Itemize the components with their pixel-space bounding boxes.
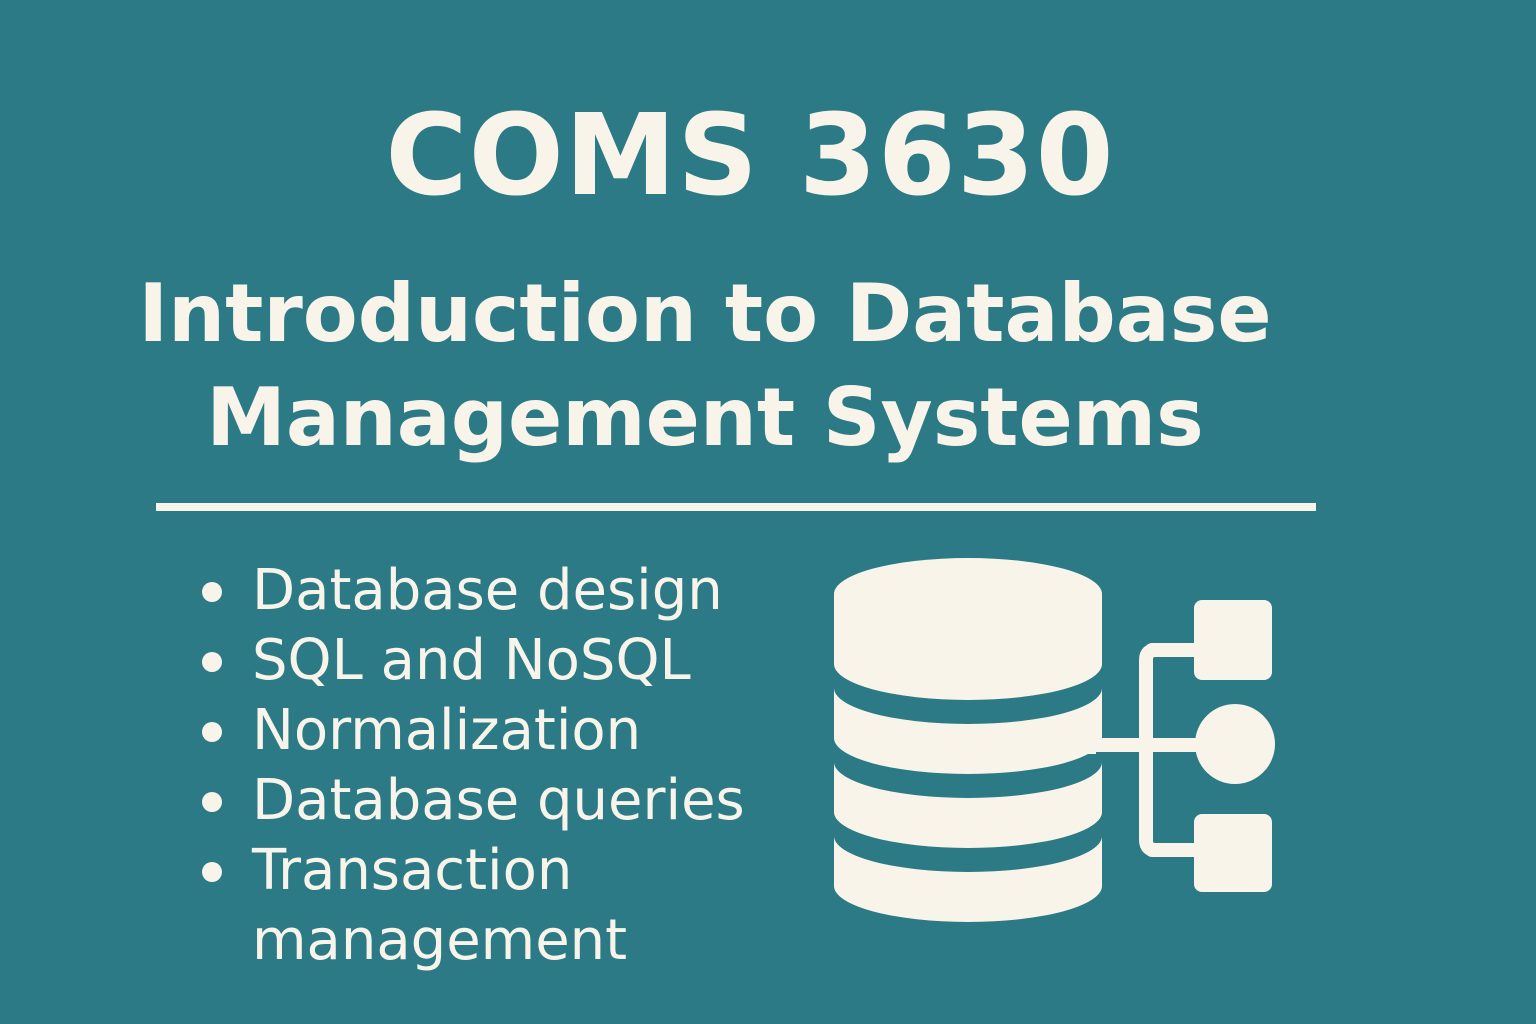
node-connectors xyxy=(1071,643,1205,857)
topic-item: Transaction management xyxy=(200,836,800,976)
database-cylinder-segment-3 xyxy=(834,762,1102,848)
circle-node-icon xyxy=(1195,704,1275,784)
database-icon xyxy=(834,558,1275,922)
course-title-line-1: Introduction to Database xyxy=(138,267,1272,360)
course-code: COMS 3630 xyxy=(385,91,1115,221)
course-title-line-2: Management Systems xyxy=(206,371,1204,464)
square-node-icon xyxy=(1194,600,1272,680)
connector-joint xyxy=(1072,736,1096,754)
course-title: Introduction to Database Management Syst… xyxy=(0,262,1410,470)
topic-item: Database design xyxy=(200,556,800,626)
database-cylinder-segment-2 xyxy=(834,688,1102,774)
topic-item: SQL and NoSQL xyxy=(200,626,800,696)
topic-list: Database design SQL and NoSQL Normalizat… xyxy=(200,556,800,976)
topic-item: Normalization xyxy=(200,696,800,766)
square-node-icon xyxy=(1194,814,1272,892)
topic-item: Database queries xyxy=(200,766,800,836)
database-cylinder-segment-1 xyxy=(834,558,1102,700)
database-cylinder-segment-4 xyxy=(834,836,1102,922)
title-divider xyxy=(156,503,1316,511)
